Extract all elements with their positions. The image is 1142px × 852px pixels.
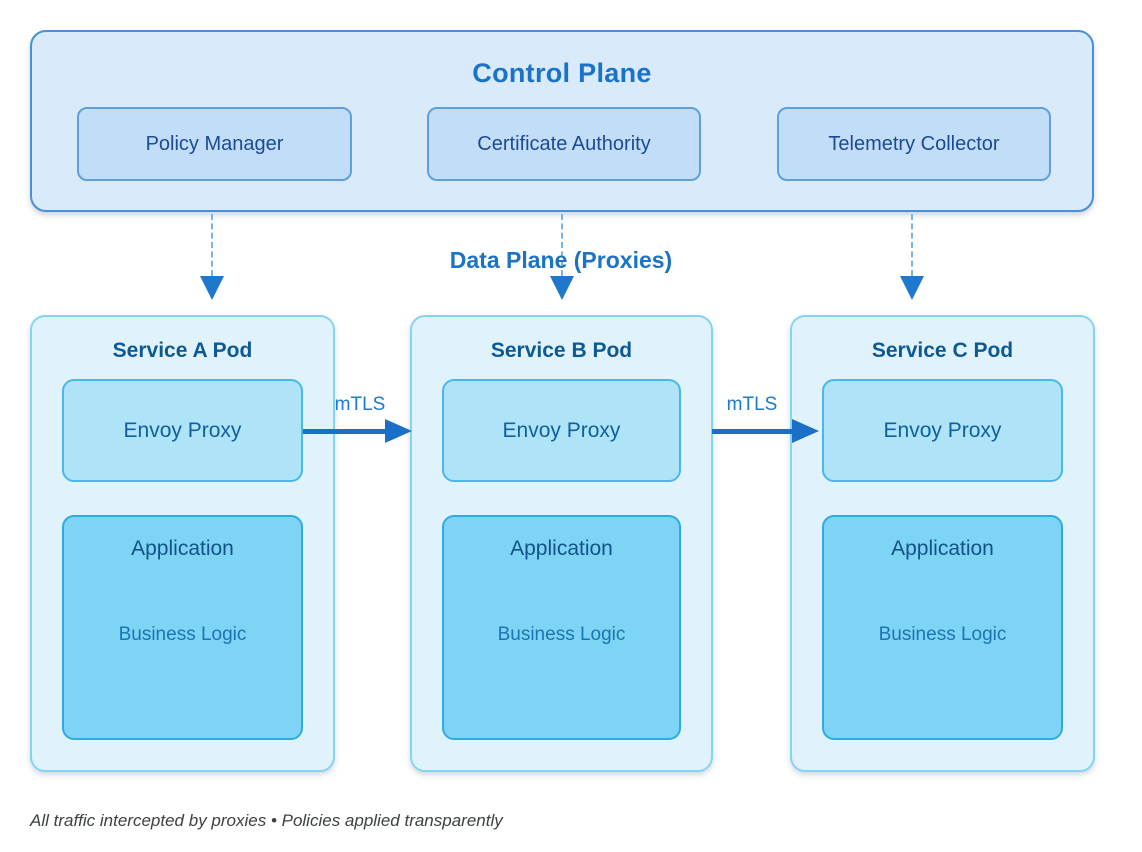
envoy-proxy-node: Envoy Proxy: [822, 379, 1063, 482]
control-plane-box: Control Plane Policy Manager Certificate…: [30, 30, 1094, 212]
dashed-line: [911, 214, 913, 276]
arrowhead-down-icon: [200, 276, 224, 300]
application-node: Application Business Logic: [442, 515, 681, 740]
mtls-label: mTLS: [726, 394, 778, 415]
application-node: Application Business Logic: [822, 515, 1063, 740]
dashed-line: [561, 214, 563, 276]
business-logic-label: Business Logic: [497, 624, 626, 645]
application-label: Application: [510, 537, 613, 560]
control-plane-title: Control Plane: [472, 58, 652, 88]
arrowhead-down-icon: [900, 276, 924, 300]
control-component-telemetry-collector: Telemetry Collector: [777, 107, 1051, 181]
pod-service-c: Service C Pod Envoy Proxy Application Bu…: [790, 315, 1095, 772]
application-label: Application: [891, 537, 994, 560]
footer-note: All traffic intercepted by proxies • Pol…: [30, 811, 503, 830]
application-label: Application: [131, 537, 234, 560]
arrowhead-down-icon: [550, 276, 574, 300]
arrowhead-right-icon: [385, 419, 412, 443]
mtls-arrow-b-to-c: [712, 429, 793, 434]
envoy-proxy-node: Envoy Proxy: [62, 379, 303, 482]
control-component-certificate-authority: Certificate Authority: [427, 107, 701, 181]
control-component-policy-manager: Policy Manager: [77, 107, 352, 181]
business-logic-label: Business Logic: [118, 624, 247, 645]
control-to-pod-b-arrow: [550, 214, 574, 300]
dashed-line: [211, 214, 213, 276]
application-node: Application Business Logic: [62, 515, 303, 740]
pod-title: Service B Pod: [490, 339, 633, 362]
pod-title: Service A Pod: [112, 339, 253, 362]
data-plane-title: Data Plane (Proxies): [449, 247, 673, 273]
pod-title: Service C Pod: [871, 339, 1014, 362]
control-to-pod-c-arrow: [900, 214, 924, 300]
pod-service-a: Service A Pod Envoy Proxy Application Bu…: [30, 315, 335, 772]
control-to-pod-a-arrow: [200, 214, 224, 300]
arrowhead-right-icon: [792, 419, 819, 443]
envoy-proxy-node: Envoy Proxy: [442, 379, 681, 482]
mtls-label: mTLS: [334, 394, 386, 415]
mtls-arrow-a-to-b: [303, 429, 386, 434]
business-logic-label: Business Logic: [878, 624, 1007, 645]
pod-service-b: Service B Pod Envoy Proxy Application Bu…: [410, 315, 713, 772]
